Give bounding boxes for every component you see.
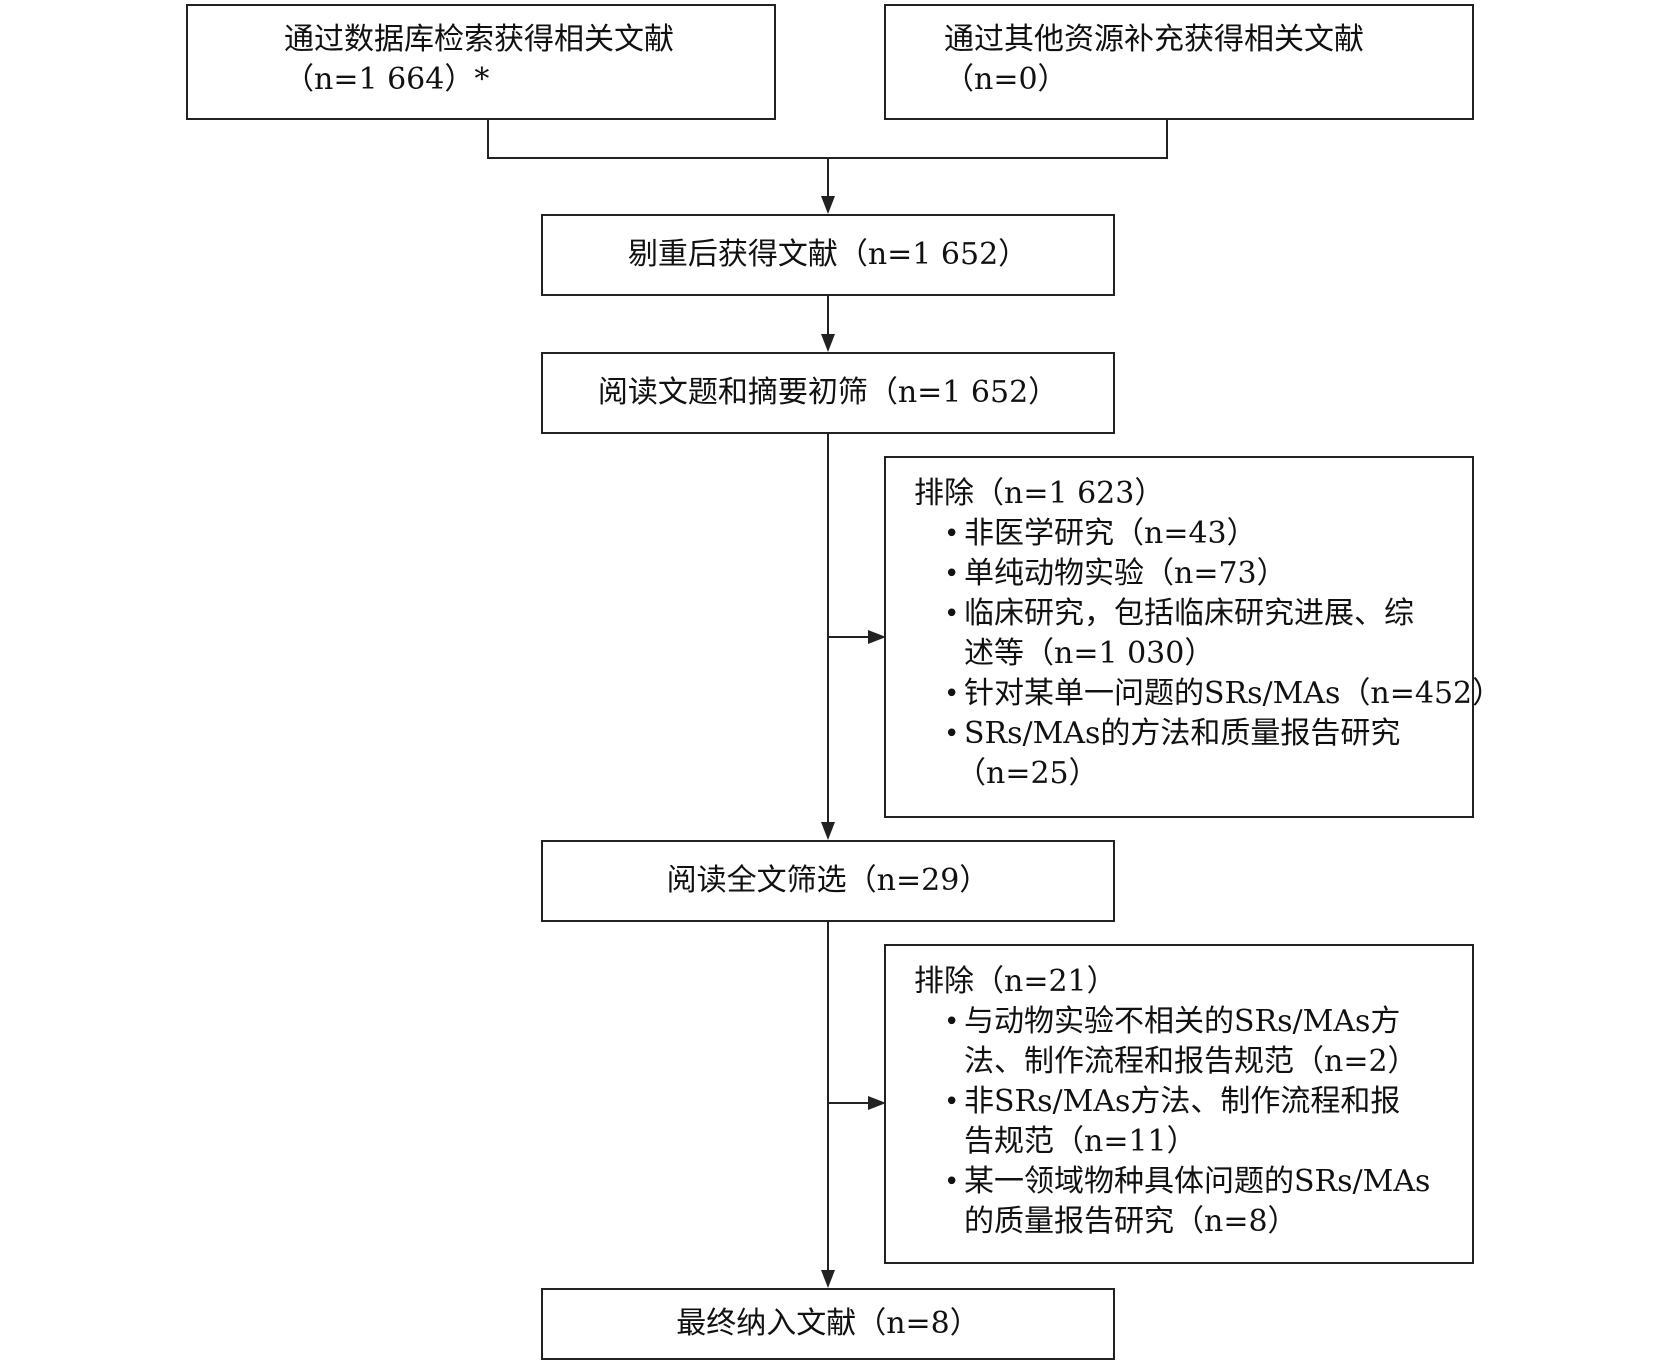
exclusion-1-item-cont: 述等（n=1 030） [964,636,1215,671]
arrow-to-final [821,1270,835,1288]
exclusion-1-bullet: • [944,519,960,549]
box-other-sources-line1: 通过其他资源补充获得相关文献 [944,22,1364,57]
exclusion-1-item: SRs/MAs的方法和质量报告研究 [964,716,1401,751]
connector-to-exclude1 [828,636,868,638]
box-dedup: 剔重后获得文献（n=1 652） [541,214,1115,296]
arrow-to-fulltext [821,822,835,840]
exclusion-1-item: 非医学研究（n=43） [964,516,1257,551]
box-dedup-text: 剔重后获得文献（n=1 652） [627,237,1029,272]
box-fulltext-text: 阅读全文筛选（n=29） [666,863,990,898]
exclusion-1-item-cont: （n=25） [956,756,1099,791]
exclusion-2-item: 与动物实验不相关的SRs/MAs方 [964,1004,1401,1039]
box-other-sources: 通过其他资源补充获得相关文献 （n=0） [884,4,1474,120]
box-fulltext-screening: 阅读全文筛选（n=29） [541,840,1115,922]
box-exclusion-1: 排除（n=1 623） • 非医学研究（n=43） • 单纯动物实验（n=73）… [884,456,1502,818]
exclusion-2-bullet: • [944,1007,960,1037]
connector-right-down [1166,120,1168,159]
connector-to-exclude2 [828,1102,868,1104]
exclusion-2-title: 排除（n=21） [914,964,1117,999]
exclusion-1-item: 针对某单一问题的SRs/MAs（n=452） [964,676,1503,711]
connector-dedup-to-screen [827,296,829,334]
box-other-sources-line2: （n=0） [944,62,1068,97]
box-final-text: 最终纳入文献（n=8） [676,1306,980,1341]
arrow-to-screen [821,334,835,352]
connector-left-down [487,120,489,159]
arrow-to-exclude2 [868,1096,886,1110]
connector-merge-down [827,158,829,196]
exclusion-1-bullet: • [944,599,960,629]
exclusion-1-item: 单纯动物实验（n=73） [964,556,1287,591]
exclusion-1-item: 临床研究，包括临床研究进展、综 [964,596,1414,631]
box-final-included: 最终纳入文献（n=8） [541,1288,1115,1360]
exclusion-1-bullet: • [944,559,960,589]
box-exclusion-2: 排除（n=21） • 与动物实验不相关的SRs/MAs方 法、制作流程和报告规范… [884,944,1474,1264]
exclusion-2-item: 某一领域物种具体问题的SRs/MAs [964,1164,1431,1199]
exclusion-2-item: 非SRs/MAs方法、制作流程和报 [964,1084,1401,1119]
box-title-abstract-text: 阅读文题和摘要初筛（n=1 652） [597,375,1059,410]
exclusion-2-bullet: • [944,1167,960,1197]
exclusion-1-title: 排除（n=1 623） [914,476,1165,511]
box-database-search: 通过数据库检索获得相关文献 （n=1 664）* [186,4,776,120]
box-database-search-line2: （n=1 664）* [284,62,490,97]
exclusion-2-item-cont: 告规范（n=11） [964,1124,1197,1159]
connector-screen-to-fulltext [827,434,829,822]
box-database-search-line1: 通过数据库检索获得相关文献 [284,22,674,57]
arrow-to-exclude1 [868,630,886,644]
arrow-to-dedup [821,196,835,214]
exclusion-2-item-cont: 法、制作流程和报告规范（n=2） [964,1044,1418,1079]
exclusion-1-bullet: • [944,679,960,709]
exclusion-1-bullet: • [944,719,960,749]
exclusion-2-item-cont: 的质量报告研究（n=8） [964,1204,1298,1239]
exclusion-2-bullet: • [944,1087,960,1117]
box-title-abstract-screening: 阅读文题和摘要初筛（n=1 652） [541,352,1115,434]
